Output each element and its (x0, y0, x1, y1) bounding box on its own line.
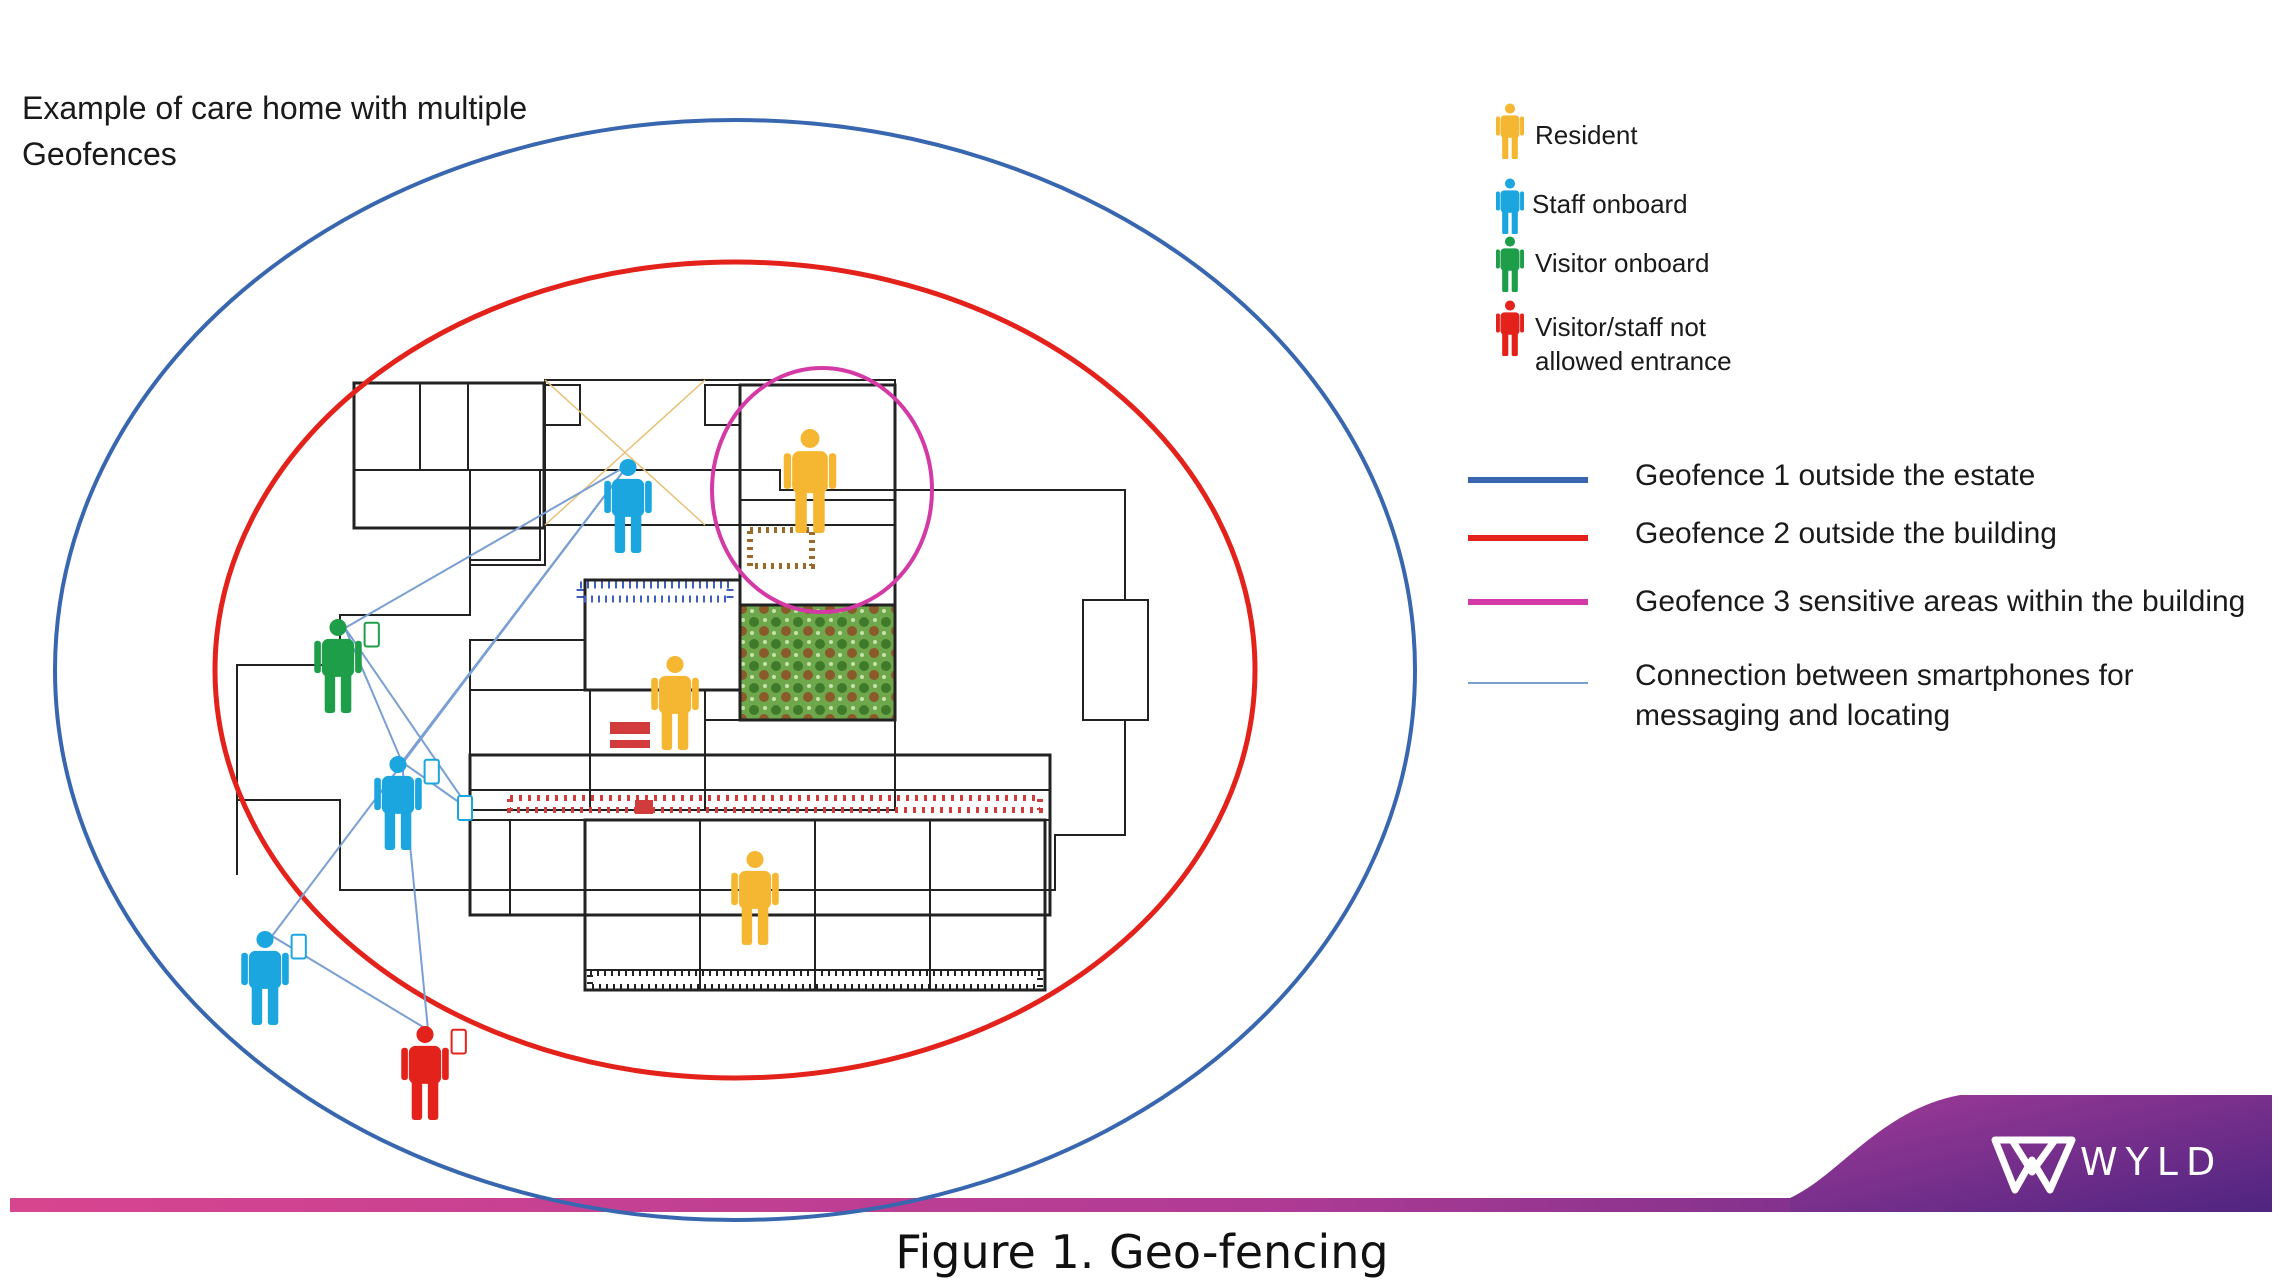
resident-figure-wing (731, 850, 779, 945)
legend-geofence-2: Geofence 2 outside the building (1635, 514, 2057, 554)
smartphone-connections (271, 464, 629, 1031)
legend-denied: Visitor/staff not allowed entrance (1535, 310, 1732, 378)
legend-denied-label-1: Visitor/staff not (1535, 312, 1707, 342)
smartphone-icon (363, 621, 380, 648)
people-markers (241, 429, 837, 1120)
geofence-rings (53, 118, 1417, 1222)
legend-geofence-3-label: Geofence 3 sensitive areas within the bu… (1635, 585, 2246, 618)
legend-resident: Resident (1535, 118, 1638, 152)
legend-connection-label-1: Connection between smartphones for (1635, 659, 2134, 692)
geofence-2-ring (212, 259, 1258, 1081)
denied-figure (401, 1025, 467, 1120)
figure-caption: Figure 1. Geo-fencing (895, 1225, 1389, 1279)
brand-name: WYLD (2080, 1140, 2224, 1184)
legend-visitor: Visitor onboard (1535, 246, 1709, 280)
resident-figure-core (651, 655, 699, 750)
legend-geofence-2-label: Geofence 2 outside the building (1635, 517, 2057, 550)
floor-plan (236, 379, 1149, 992)
connection-line-8 (344, 627, 471, 811)
legend-visitor-label: Visitor onboard (1535, 248, 1710, 278)
legend-marks (1468, 103, 1588, 684)
staff-figure-west (374, 755, 440, 850)
connection-line-4 (344, 627, 403, 763)
denied-legend-icon (1496, 300, 1524, 356)
staff-figure-southwest (241, 930, 307, 1025)
connection-line-3 (271, 464, 629, 937)
staff-legend-icon (1496, 178, 1524, 234)
heading-line-2: Geofences (22, 136, 177, 172)
legend-denied-label-2: allowed entrance (1535, 346, 1732, 376)
visitor-figure (314, 618, 380, 713)
smartphone-icon (423, 758, 440, 785)
legend-geofence-1: Geofence 1 outside the estate (1635, 456, 2035, 496)
resident-legend-icon (1496, 103, 1524, 159)
legend-staff-label: Staff onboard (1532, 189, 1688, 219)
connection-line-1 (344, 464, 629, 629)
legend-connection-label-2: messaging and locating (1635, 699, 1951, 732)
visitor-legend-icon (1496, 236, 1524, 292)
staff-figure-north (604, 458, 652, 553)
diagram-heading: Example of care home with multiple Geofe… (22, 85, 722, 177)
footer-band (10, 1095, 2272, 1212)
geofence-1-ring (53, 118, 1417, 1222)
legend-geofence-1-label: Geofence 1 outside the estate (1635, 459, 2036, 492)
smartphone-icon (450, 1028, 467, 1055)
wyld-logo-icon (1991, 1136, 2076, 1194)
legend-connection: Connection between smartphones for messa… (1635, 656, 2134, 736)
legend-geofence-3: Geofence 3 sensitive areas within the bu… (1635, 582, 2245, 622)
resident-figure-lounge (783, 429, 837, 533)
legend-staff: Staff onboard (1532, 187, 1688, 221)
plan-details (507, 527, 1043, 990)
legend-resident-label: Resident (1535, 120, 1638, 150)
heading-line-1: Example of care home with multiple (22, 90, 528, 126)
smartphone-icon (290, 933, 307, 960)
geofence-3-ring (710, 366, 934, 614)
smartphone-icon (457, 795, 473, 821)
